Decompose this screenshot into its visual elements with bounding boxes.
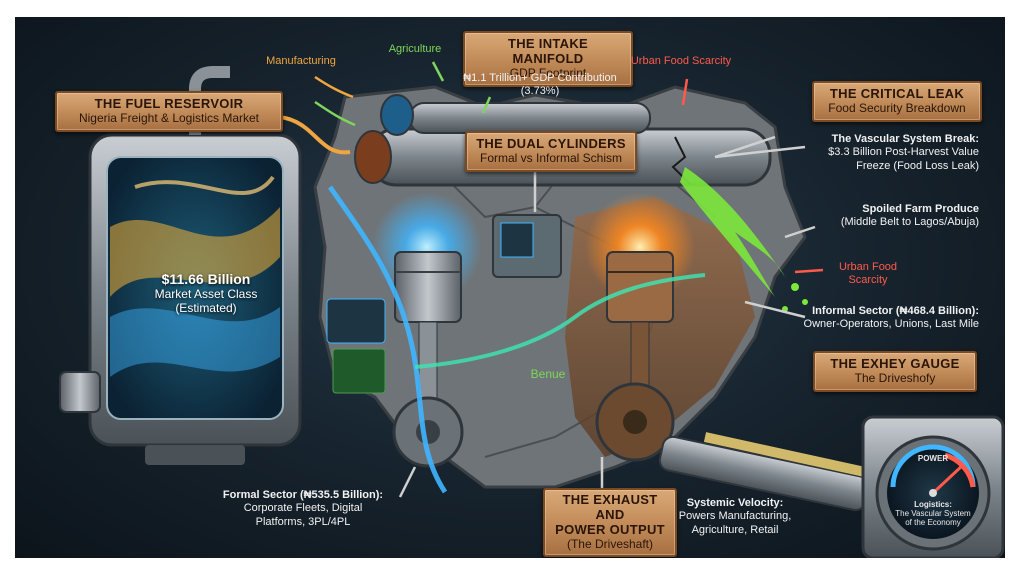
exhey-gauge-subtitle: The Driveshofy	[854, 370, 936, 385]
gdp-line1: ₦1.1 Trillion+ GDP Contribution	[463, 72, 617, 84]
dual-cylinders-plaque: The Dual Cylinders Formal vs Informal Sc…	[465, 131, 637, 172]
spoiled-produce-label: Spoiled Farm Produce (Middle Belt to Lag…	[805, 203, 979, 230]
systemic-velocity-title: Systemic Velocity:	[686, 497, 784, 509]
formal-sector-line2: Platforms, 3PL/4PL	[255, 515, 351, 528]
spoiled-produce-title: Spoiled Farm Produce	[862, 203, 979, 215]
benue-river-label: Benue	[530, 367, 566, 381]
gauge-dial-label: POWER	[917, 454, 949, 463]
fuel-reservoir-subtitle: Nigeria Freight & Logistics Market	[78, 110, 260, 125]
intake-manifold-plaque: The Intake Manifold GDP Footprint	[463, 31, 633, 87]
spoiled-produce-line1: (Middle Belt to Lagos/Abuja)	[840, 216, 979, 229]
urban-food-right-line1: Urban Food	[838, 261, 898, 273]
exhaust-title-line2: Power Output	[555, 521, 665, 537]
fuel-reservoir-plaque: The Fuel Reservoir Nigeria Freight & Log…	[55, 91, 283, 132]
critical-leak-title: The Critical Leak	[829, 86, 965, 101]
fuel-tank	[59, 66, 302, 465]
exhey-gauge-title: The Exhey Gauge	[830, 356, 960, 371]
agriculture-label: Agriculture	[388, 43, 442, 55]
intake-manifold-title: The Intake Manifold	[507, 36, 589, 66]
fuel-reservoir-title: The Fuel Reservoir	[94, 96, 244, 111]
dual-cylinders-title: The Dual Cylinders	[476, 136, 626, 151]
annotation-arrows	[314, 61, 824, 498]
formal-sector-line1: Corporate Fleets, Digital	[243, 502, 363, 515]
urban-food-scarcity-right-label: Urban Food Scarcity	[823, 261, 913, 288]
exhaust-plaque: The Exhaust and Power Output (The Drives…	[543, 488, 677, 557]
dual-cylinders-subtitle: Formal vs Informal Schism	[479, 150, 623, 165]
informal-sector-title: Informal Sector (₦468.4 Billion):	[812, 305, 979, 317]
manufacturing-label: Manufacturing	[266, 55, 336, 67]
gauge-line2: The Vascular System	[895, 508, 971, 518]
gdp-contribution-label: ₦1.1 Trillion+ GDP Contribution (3.73%)	[445, 72, 635, 99]
power-gauge	[861, 415, 1005, 558]
gdp-line2: (3.73%)	[520, 85, 560, 98]
tank-value: $11.66 Billion	[161, 271, 251, 287]
intake-manifold-subtitle: GDP Footprint	[509, 65, 587, 80]
systemic-velocity-line1: Powers Manufacturing,	[678, 510, 792, 523]
informal-sector-line1: Owner-Operators, Unions, Last Mile	[803, 318, 979, 331]
informal-sector-label: Informal Sector (₦468.4 Billion): Owner-…	[763, 305, 979, 332]
exhaust-title: The Exhaust and	[562, 492, 658, 522]
systemic-velocity-label: Systemic Velocity: Powers Manufacturing,…	[675, 497, 795, 537]
critical-leak-plaque: The Critical Leak Food Security Breakdow…	[812, 81, 982, 122]
exhaust-subtitle: (The Driveshaft)	[566, 536, 654, 551]
benue-river	[414, 273, 706, 369]
critical-leak-subtitle: Food Security Breakdown	[828, 100, 966, 115]
formal-sector-label: Formal Sector (₦535.5 Billion): Corporat…	[203, 489, 403, 529]
vascular-break-title: The Vascular System Break:	[831, 133, 979, 145]
vascular-break-label: The Vascular System Break: $3.3 Billion …	[785, 133, 979, 173]
tank-readout: $11.66 Billion Market Asset Class (Estim…	[123, 271, 289, 315]
vascular-break-line2: Freeze (Food Loss Leak)	[856, 159, 979, 172]
gauge-caption: Logistics: The Vascular System of the Ec…	[888, 500, 978, 527]
formal-sector-title: Formal Sector (₦535.5 Billion):	[222, 489, 384, 501]
engine-illustration	[59, 61, 1005, 558]
gauge-line1: Logistics:	[914, 500, 952, 509]
vascular-break-line1: $3.3 Billion Post-Harvest Value	[828, 146, 979, 159]
tank-line2: (Estimated)	[175, 301, 237, 315]
exhey-gauge-plaque: The Exhey Gauge The Driveshofy	[813, 351, 977, 392]
infographic-canvas: The Fuel Reservoir Nigeria Freight & Log…	[15, 17, 1005, 558]
urban-food-scarcity-top-label: Urban Food Scarcity	[630, 55, 732, 67]
tank-line1: Market Asset Class	[154, 287, 258, 301]
systemic-velocity-line2: Agriculture, Retail	[691, 523, 779, 536]
urban-food-right-line2: Scarcity	[848, 274, 888, 287]
gauge-line3: of the Economy	[905, 517, 961, 527]
niger-river	[327, 185, 448, 494]
